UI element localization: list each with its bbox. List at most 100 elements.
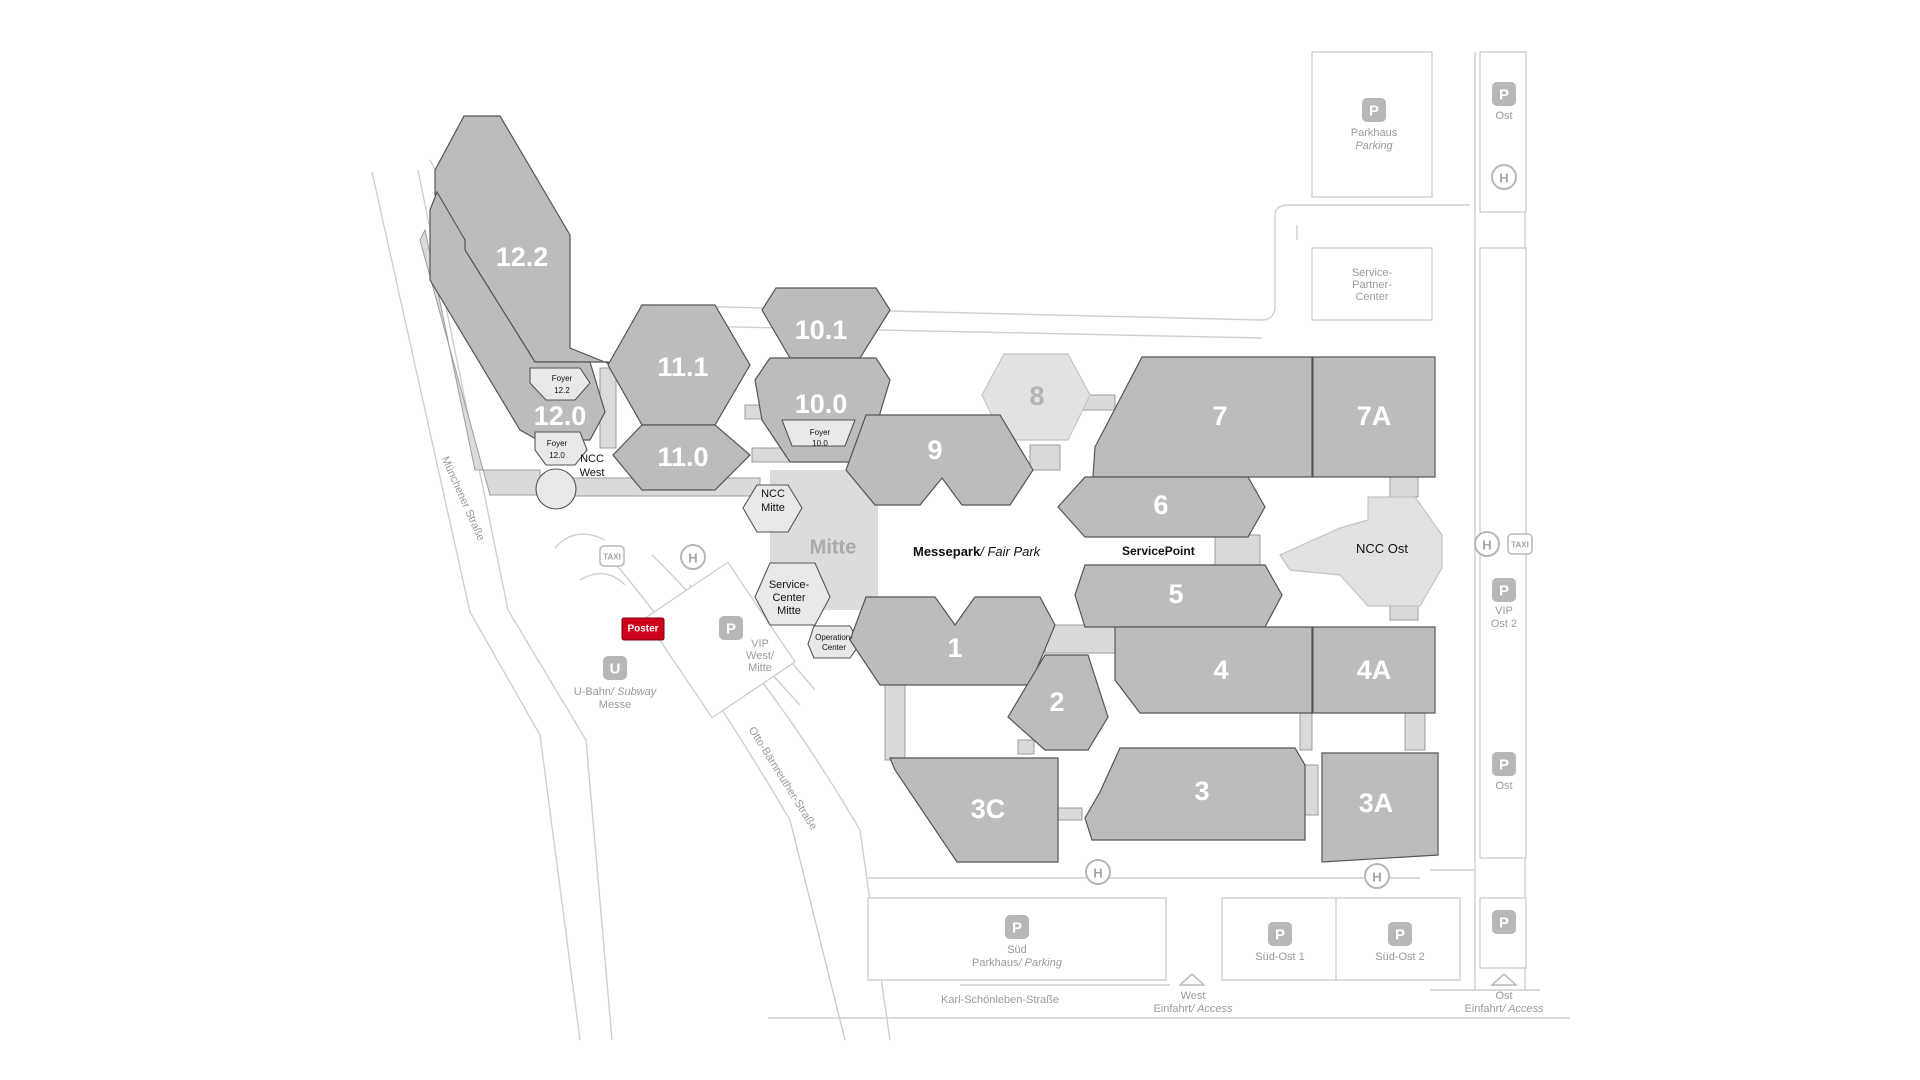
svg-text:TAXI: TAXI [1511, 541, 1529, 550]
service-partner-lot [1311, 247, 1433, 321]
ost-mid-parking-icon[interactable]: P [1492, 752, 1516, 776]
ost-top-h-icon[interactable]: H [1491, 164, 1517, 190]
hall-8-label: 8 [1029, 381, 1044, 411]
south-h-icon-1[interactable]: H [1085, 859, 1111, 885]
vip-west-label-1: VIP [751, 638, 769, 650]
operation-center-label-2: Center [822, 643, 846, 652]
hall-3c-label: 3C [971, 794, 1006, 824]
service-center-mitte[interactable] [754, 562, 831, 626]
sued-ost1-parking-icon[interactable]: P [1268, 922, 1292, 946]
sued-ost2-parking-icon[interactable]: P [1388, 922, 1412, 946]
access-labels: West Einfahrt/ Access Ost Einfahrt/ Acce… [1153, 973, 1544, 1015]
hall-7a[interactable] [1312, 356, 1436, 478]
parkhaus-label-1: Parkhaus [1351, 127, 1398, 139]
sued-parkhaus-parking-icon[interactable]: P [1005, 915, 1029, 939]
ost-top-parking-icon[interactable]: P [1492, 82, 1516, 106]
ubahn-label-2: Messe [599, 699, 631, 711]
hall-4[interactable] [1114, 626, 1313, 714]
svg-text:P: P [1499, 915, 1509, 932]
vip-west-lot [644, 561, 796, 719]
svg-text:P: P [726, 621, 736, 638]
vip-ost2-label-2: Ost 2 [1491, 618, 1517, 630]
ncc-mitte[interactable] [742, 484, 803, 533]
operation-center[interactable] [807, 625, 861, 659]
hall-7-label: 7 [1212, 401, 1227, 431]
svg-text:P: P [1395, 927, 1405, 944]
ost-bottom-parking-icon[interactable]: P [1492, 910, 1516, 934]
hall-labels: 12.2 12.0 11.1 11.0 10.1 10.0 8 9 7 7A 6… [496, 242, 1394, 824]
foyer-12-0[interactable] [534, 431, 588, 466]
foyer-12-2-label-1: Foyer [552, 374, 573, 383]
parkhaus-label-2: Parking [1355, 140, 1393, 152]
vip-west-parking-icon[interactable]: P [719, 616, 743, 640]
svg-text:P: P [1499, 583, 1509, 600]
hall-1[interactable] [849, 596, 1056, 686]
hall-6[interactable] [1057, 476, 1266, 538]
east-h-icon[interactable]: H [1474, 531, 1500, 557]
hall-1-label: 1 [947, 633, 962, 663]
hall-11-1-label: 11.1 [657, 352, 708, 382]
hall-2[interactable] [1007, 654, 1109, 751]
foyer-12-2-label-2: 12.2 [554, 386, 570, 395]
foyer-10-0[interactable] [781, 419, 856, 447]
vip-west-label-3: Mitte [748, 662, 772, 674]
svg-text:P: P [1369, 103, 1379, 120]
hall-11-0[interactable] [612, 424, 751, 491]
foyer-10-0-label-1: Foyer [810, 428, 831, 437]
ncc-ost[interactable] [1279, 496, 1443, 607]
svg-text:U: U [610, 661, 621, 678]
west-access-label-1: West [1181, 990, 1206, 1002]
foyer-12-0-label-2: 12.0 [549, 451, 565, 460]
foyer-10-0-label-2: 10.0 [812, 439, 828, 448]
ost-mid-label: Ost [1495, 780, 1512, 792]
west-taxi-icon[interactable]: TAXI [599, 545, 625, 567]
hall-11-0-label: 11.0 [657, 442, 708, 472]
ncc-west-label-1: NCC [580, 453, 604, 465]
operation-center-label-1: Operation- [815, 633, 853, 642]
hall-4-label: 4 [1213, 655, 1228, 685]
hall-5-label: 5 [1168, 579, 1183, 609]
west-access-arrow-icon [1178, 973, 1206, 986]
ubahn-label-1: U-Bahn/ Subway [574, 686, 658, 698]
hall-3a[interactable] [1321, 752, 1439, 863]
ncc-mitte-label-2: Mitte [761, 502, 785, 514]
svg-text:H: H [1372, 870, 1381, 885]
sued-ost2-label: Süd-Ost 2 [1375, 951, 1425, 963]
vip-ost2-parking-icon[interactable]: P [1492, 578, 1516, 602]
hall-9[interactable] [845, 414, 1034, 506]
ncc-mitte-label-1: NCC [761, 488, 785, 500]
hall-3c[interactable] [889, 757, 1059, 863]
parkhaus-lot [1311, 51, 1433, 198]
west-h-icon[interactable]: H [680, 544, 706, 570]
ncc-ost-label: NCC Ost [1356, 541, 1408, 556]
hall-7[interactable] [1092, 356, 1313, 478]
map-symbols: P Parkhaus Parking P Ost H H TAXI P VIP … [574, 82, 1533, 969]
hall-8[interactable] [981, 353, 1091, 441]
hall-10-1-label: 10.1 [795, 315, 848, 345]
sued-label-2: Parkhaus/ Parking [972, 957, 1063, 969]
hall-9-label: 9 [927, 435, 942, 465]
messepark-label: Messepark/ Fair Park [913, 544, 1042, 559]
sued-ost-lot [1221, 897, 1461, 981]
svg-text:H: H [1482, 538, 1491, 553]
foyer-12-2[interactable] [529, 367, 591, 401]
service-partner-label-1: Service- [1352, 267, 1393, 279]
poster-marker[interactable]: Poster [621, 617, 665, 641]
service-partner-label-2: Partner- [1352, 279, 1392, 291]
karl-schoenleben-strasse-label: Karl-Schönleben-Straße [941, 994, 1059, 1006]
svg-text:H: H [1499, 171, 1508, 186]
south-h-icon-2[interactable]: H [1364, 863, 1390, 889]
hall-3[interactable] [1084, 747, 1306, 841]
ncc-west-circle[interactable] [535, 468, 577, 510]
svg-text:H: H [688, 551, 697, 566]
vip-ost2-label-1: VIP [1495, 605, 1513, 617]
parkhaus-parking-icon[interactable]: P [1362, 98, 1386, 122]
ubahn-icon[interactable]: U [603, 656, 627, 680]
east-taxi-icon[interactable]: TAXI [1507, 533, 1533, 555]
ost-access-label-1: Ost [1495, 990, 1512, 1002]
hall-4a[interactable] [1312, 626, 1436, 714]
svg-text:Poster: Poster [627, 624, 658, 635]
hall-4a-label: 4A [1357, 655, 1392, 685]
ncc-west-label-2: West [580, 467, 605, 479]
